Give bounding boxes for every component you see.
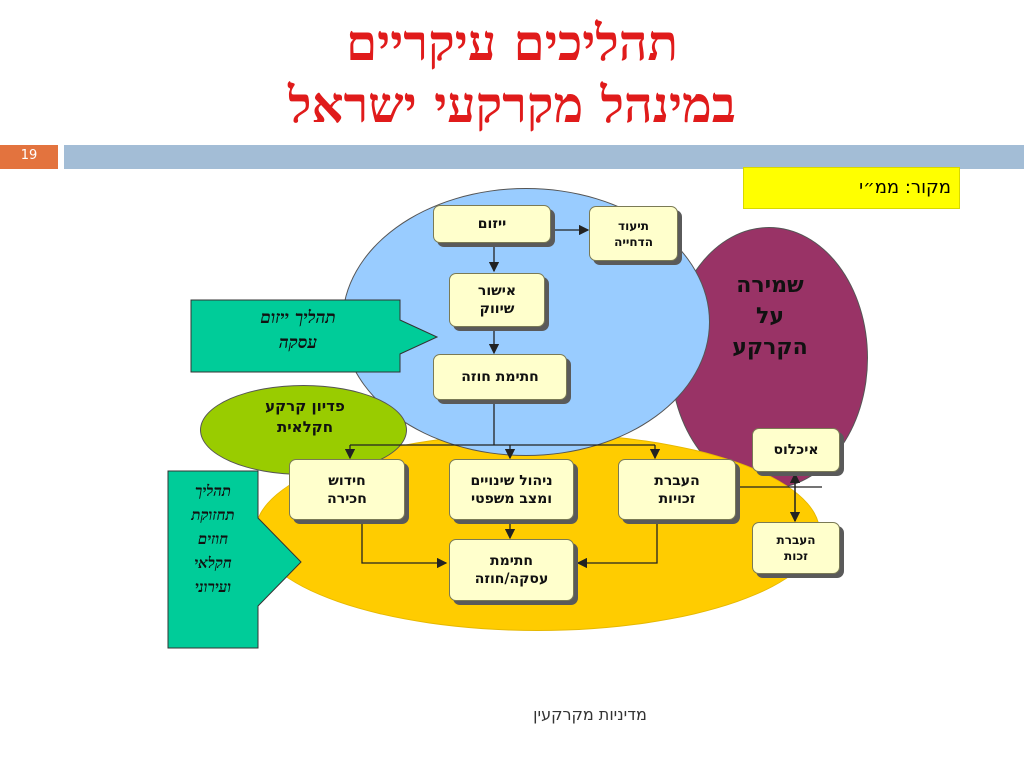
slide-title-line-2: במינהל מקרקעי ישראל <box>288 75 736 134</box>
renewal-box: חידוש חכירה <box>289 459 405 520</box>
contract-signing-box: חתימת חוזה <box>433 354 567 400</box>
initiation-box: ייזום <box>433 205 551 243</box>
footer-text: מדיניות מקרקעין <box>533 705 647 724</box>
rights-transfer-box: העברת זכויות <box>618 459 736 520</box>
land-preservation-label: שמירה על הקרקע <box>732 273 808 360</box>
marketing-approval-box: אישור שיווק <box>449 273 545 327</box>
slide-title-line-1: תהליכים עיקריים <box>345 13 679 72</box>
enforcement-box: איכלוס <box>752 428 840 472</box>
agri-redemption-label: פדיון קרקע חקלאית <box>265 397 345 436</box>
source-note: מקור: ממ״י <box>743 167 960 209</box>
deal-signing-box: חתימת עסקה/חוזה <box>449 539 574 601</box>
change-management-box: ניהול שינויים ומצב משפטי <box>449 459 574 520</box>
rights-transfer-2-box: העברת זכות <box>752 522 840 574</box>
maintenance-process-label: תהליך תחזוקת חוזים חקלאי ועירוני <box>191 482 235 596</box>
slide-number-badge: 19 <box>0 145 58 169</box>
deal-initiation-arrow <box>190 299 439 373</box>
deal-initiation-process-label: תהליך ייזום עסקה <box>260 308 336 353</box>
maintenance-process-arrow <box>167 470 302 649</box>
documentation-box: תיעוד הדחייה <box>589 206 678 261</box>
header-bar <box>64 145 1024 169</box>
